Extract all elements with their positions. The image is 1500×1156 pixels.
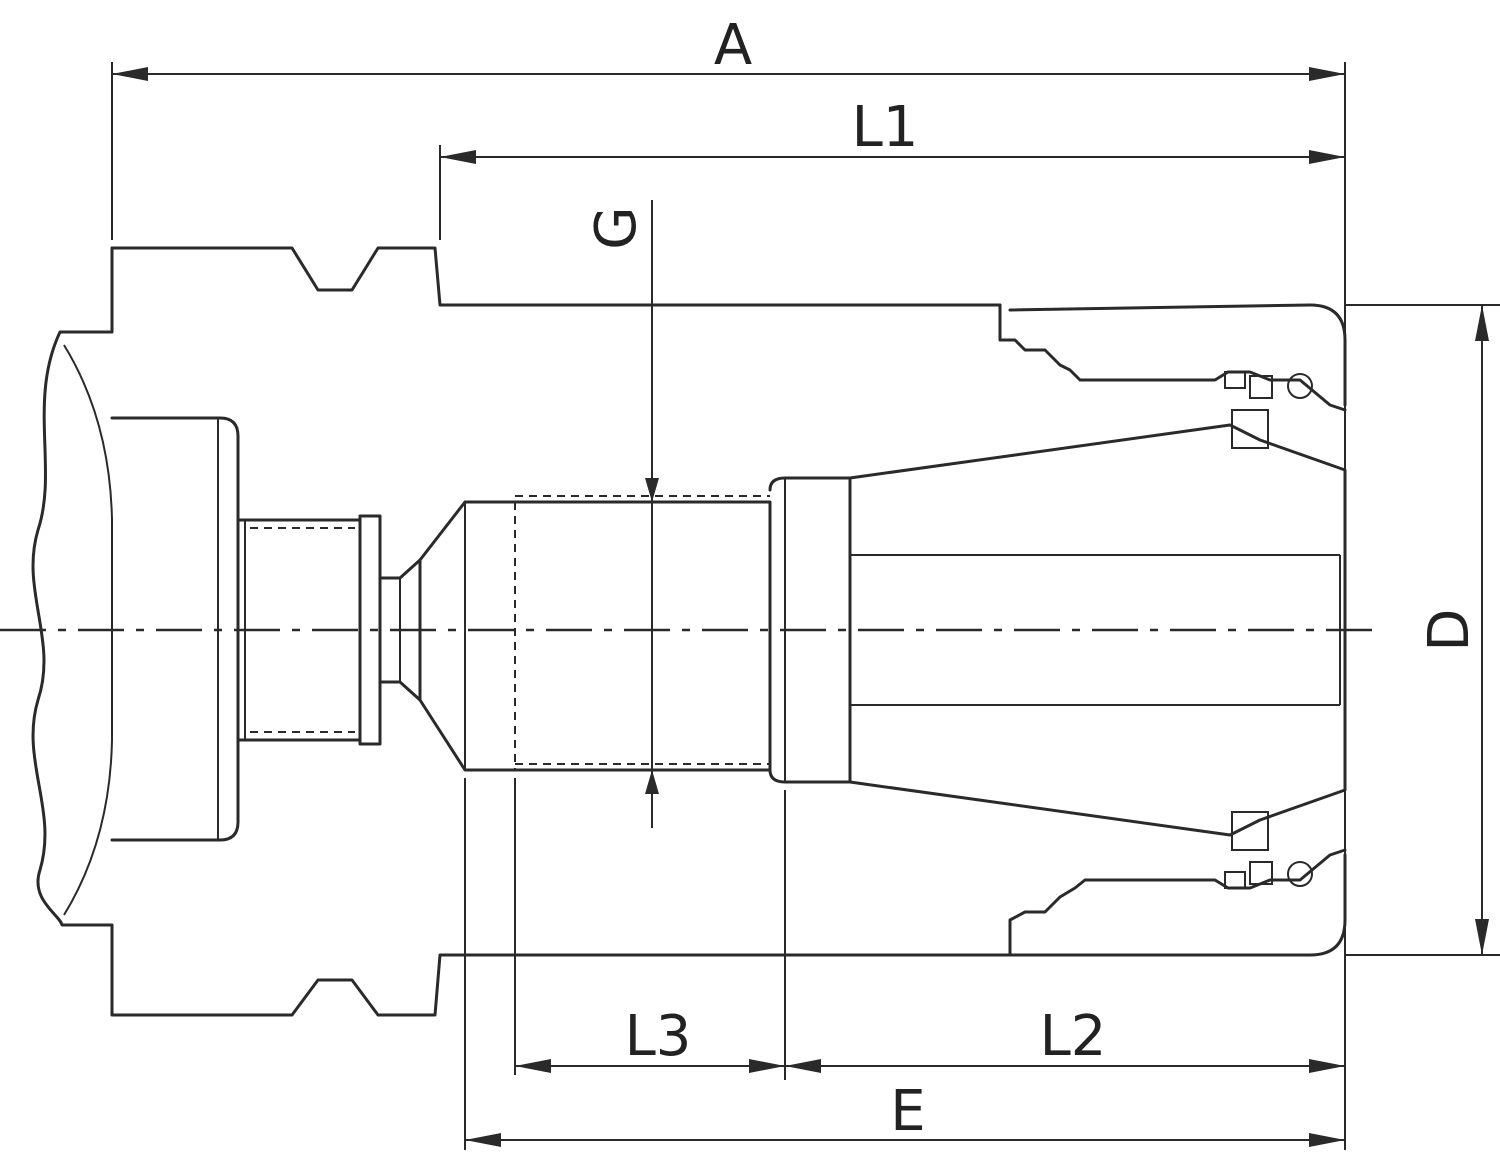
dimension-l3 bbox=[515, 1059, 785, 1073]
holder-body-outline bbox=[31, 246, 1347, 1017]
dimension-l1 bbox=[440, 150, 1345, 164]
label-l2: L2 bbox=[1040, 1004, 1107, 1069]
label-e: E bbox=[890, 1079, 925, 1144]
label-d: D bbox=[1417, 608, 1482, 651]
threaded-screw bbox=[236, 514, 422, 746]
dimension-l2 bbox=[785, 1059, 1345, 1073]
extension-lines bbox=[111, 62, 1500, 1150]
dimension-g bbox=[645, 200, 659, 828]
label-l3: L3 bbox=[625, 1004, 692, 1069]
dimension-a bbox=[112, 67, 1345, 81]
dimension-d bbox=[1475, 305, 1489, 955]
shank-inner-contour bbox=[63, 344, 113, 916]
seal-detail-bottom bbox=[1224, 811, 1313, 889]
adjustment-body bbox=[418, 476, 852, 784]
dimension-e bbox=[465, 1133, 1345, 1147]
retention-disc bbox=[110, 416, 240, 842]
label-a: A bbox=[714, 13, 752, 78]
seal-detail-top bbox=[1224, 371, 1313, 449]
label-g: G bbox=[584, 206, 649, 249]
label-l1: L1 bbox=[852, 95, 919, 160]
